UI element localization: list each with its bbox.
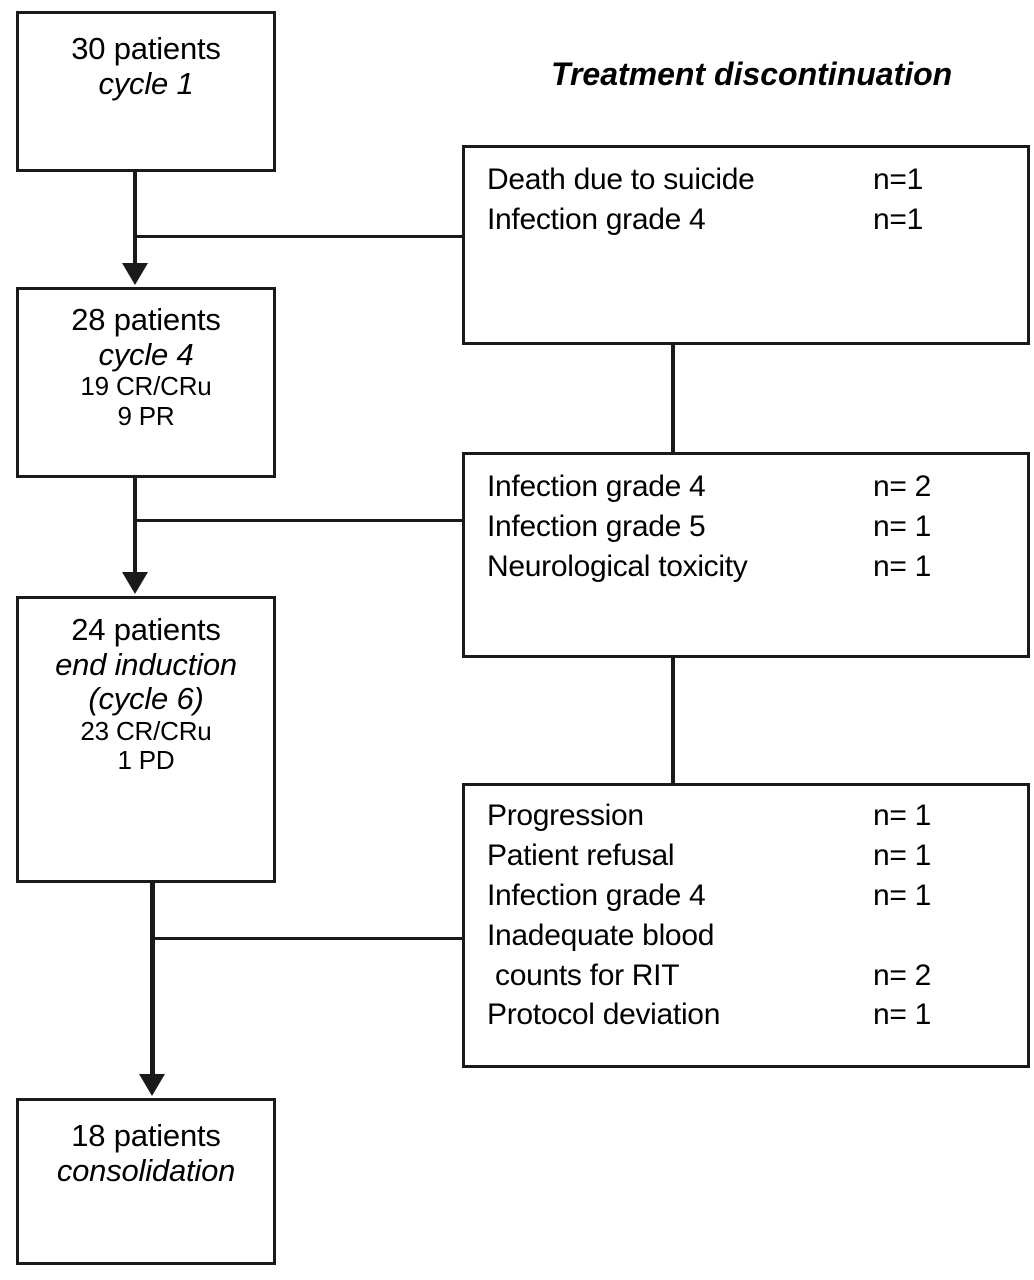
discontinuation-label: counts for RIT — [487, 958, 680, 992]
discontinuation-count: n=1 — [873, 163, 923, 196]
connector-disc2-to-disc3 — [671, 658, 675, 784]
branch-connector-1 — [135, 235, 463, 238]
flow-box-consolidation: 18 patients consolidation — [16, 1098, 276, 1265]
discontinuation-row: Infection grade 4 n=1 — [487, 200, 1007, 240]
discontinuation-label: Death due to suicide — [487, 163, 755, 196]
discontinuation-label: Progression — [487, 799, 644, 832]
branch-connector-2 — [135, 519, 463, 522]
arrowhead-consolidation — [139, 1074, 165, 1096]
discontinuation-count: n= 1 — [873, 799, 932, 832]
discontinuation-count: n= 1 — [873, 878, 932, 912]
discontinuation-count: n= 1 — [873, 509, 932, 543]
connector-disc1-to-disc2 — [671, 345, 675, 453]
discontinuation-row: Infection grade 4 n= 2 — [487, 467, 1007, 507]
flow-box-line: 30 patients — [71, 31, 221, 66]
flow-box-cycle-4: 28 patients cycle 4 19 CR/CRu 9 PR — [16, 287, 276, 478]
flow-box-line: cycle 4 — [98, 336, 194, 372]
discontinuation-row: Neurological toxicity n= 1 — [487, 547, 1007, 587]
discontinuation-row: Patient refusal n= 1 — [487, 836, 1007, 876]
flow-box-line: 18 patients — [71, 1118, 221, 1153]
flow-box-line: 1 PD — [117, 745, 175, 776]
discontinuation-row: Inadequate blood — [487, 916, 1007, 956]
discontinuation-count: n= 2 — [873, 958, 932, 992]
discontinuation-label: Infection grade 4 — [487, 470, 706, 503]
discontinuation-label: Patient refusal — [487, 838, 675, 872]
discontinuation-count: n= 1 — [873, 998, 932, 1032]
flow-box-end-induction: 24 patients end induction (cycle 6) 23 C… — [16, 596, 276, 883]
discontinuation-row: Progression n= 1 — [487, 796, 1007, 836]
discontinuation-row: Death due to suicide n=1 — [487, 160, 1007, 200]
diagram-title: Treatment discontinuation — [551, 56, 953, 92]
flow-box-line: cycle 1 — [98, 65, 194, 101]
discontinuation-box-2: Infection grade 4 n= 2 Infection grade 5… — [462, 452, 1030, 658]
flow-box-line: (cycle 6) — [88, 681, 204, 717]
discontinuation-box-1: Death due to suicide n=1 Infection grade… — [462, 145, 1030, 345]
connector-endinduction-to-consolidation — [150, 883, 155, 1075]
discontinuation-row: counts for RIT n= 2 — [487, 956, 1007, 996]
arrowhead-endinduction — [122, 572, 148, 594]
discontinuation-row: Protocol deviation n= 1 — [487, 995, 1007, 1035]
discontinuation-row: Infection grade 4 n= 1 — [487, 876, 1007, 916]
discontinuation-label: Inadequate blood — [487, 918, 715, 952]
discontinuation-label: Infection grade 5 — [487, 509, 706, 543]
discontinuation-count: n= 2 — [873, 470, 932, 503]
flow-box-line: 28 patients — [71, 302, 221, 337]
discontinuation-row: Infection grade 5 n= 1 — [487, 507, 1007, 547]
discontinuation-label: Protocol deviation — [487, 998, 721, 1032]
discontinuation-label: Neurological toxicity — [487, 549, 748, 583]
discontinuation-count: n= 1 — [873, 838, 932, 872]
flow-box-line: 9 PR — [117, 400, 175, 431]
discontinuation-count: n= 1 — [873, 549, 932, 583]
connector-cycle4-to-endinduction — [133, 478, 137, 574]
flow-box-line: 19 CR/CRu — [80, 371, 212, 402]
discontinuation-count: n=1 — [873, 202, 923, 236]
arrowhead-cycle4 — [122, 263, 148, 285]
flow-box-line: end induction — [55, 646, 237, 682]
branch-connector-3 — [152, 937, 463, 940]
connector-cycle1-to-cycle4 — [133, 172, 137, 265]
flow-box-line: 23 CR/CRu — [80, 716, 212, 747]
flow-box-cycle-1: 30 patients cycle 1 — [16, 11, 276, 172]
discontinuation-label: Infection grade 4 — [487, 202, 706, 236]
discontinuation-label: Infection grade 4 — [487, 878, 706, 912]
discontinuation-box-3: Progression n= 1 Patient refusal n= 1 In… — [462, 783, 1030, 1068]
flow-box-line: consolidation — [56, 1152, 236, 1188]
flow-box-line: 24 patients — [71, 612, 221, 647]
